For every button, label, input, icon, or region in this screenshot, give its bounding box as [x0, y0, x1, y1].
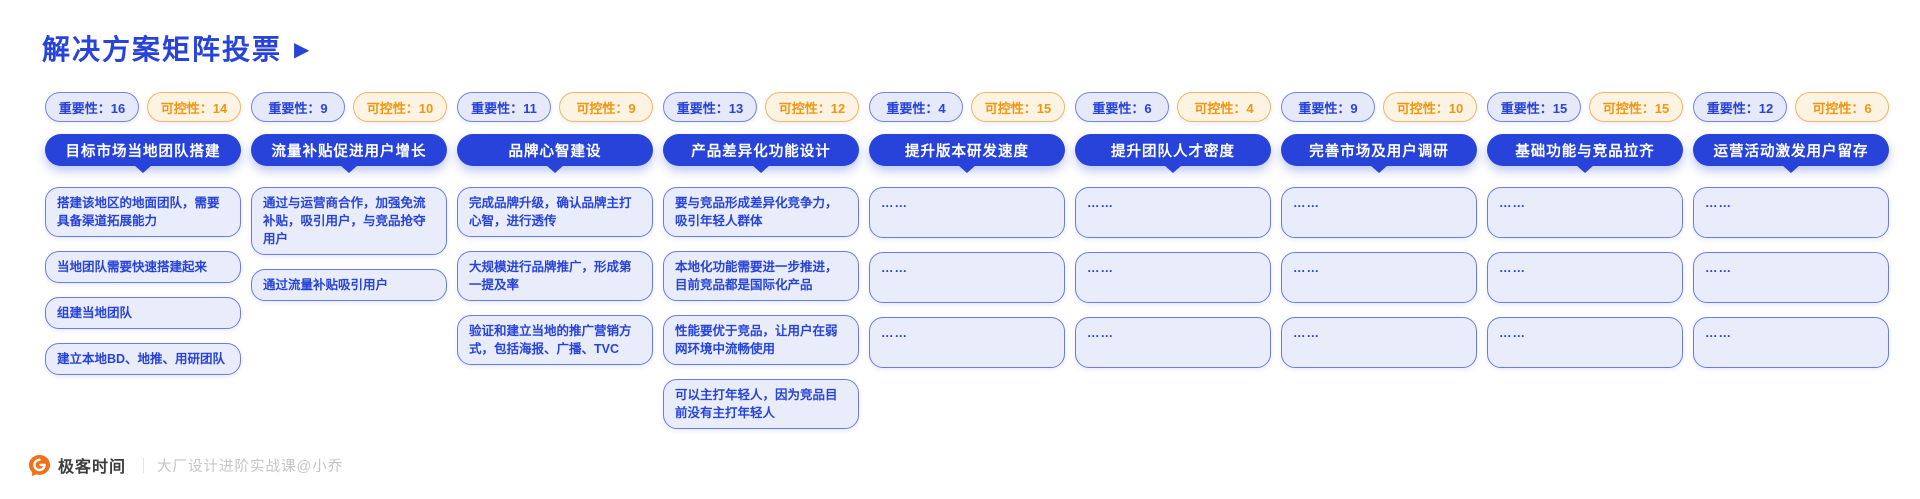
idea-card[interactable]: …… — [1281, 187, 1477, 238]
controllability-badge: 可控性：14 — [147, 92, 241, 122]
idea-card[interactable]: 当地团队需要快速搭建起来 — [45, 251, 241, 283]
vote-badges: 重要性：9 可控性：10 — [251, 92, 447, 122]
idea-card[interactable]: …… — [1075, 187, 1271, 238]
importance-badge: 重要性：16 — [45, 92, 139, 122]
idea-card[interactable]: …… — [869, 252, 1065, 303]
idea-card[interactable]: 搭建该地区的地面团队，需要具备渠道拓展能力 — [45, 187, 241, 237]
card-list: …… …… …… — [1075, 187, 1271, 368]
controllability-badge: 可控性：15 — [971, 92, 1065, 122]
card-list: 通过与运营商合作，加强免流补贴，吸引用户，与竞品抢夺用户通过流量补贴吸引用户 — [251, 187, 447, 301]
idea-card[interactable]: …… — [1281, 317, 1477, 368]
card-list: …… …… …… — [1281, 187, 1477, 368]
solution-header[interactable]: 提升版本研发速度 — [869, 134, 1065, 166]
vote-badges: 重要性：16 可控性：14 — [45, 92, 241, 122]
vote-badges: 重要性：9 可控性：10 — [1281, 92, 1477, 122]
expand-arrow-icon[interactable]: ▶ — [294, 38, 310, 61]
controllability-badge: 可控性：10 — [353, 92, 447, 122]
vote-badges: 重要性：11 可控性：9 — [457, 92, 653, 122]
importance-badge: 重要性：9 — [1281, 92, 1375, 122]
idea-card[interactable]: …… — [1281, 252, 1477, 303]
idea-card[interactable]: …… — [1693, 187, 1889, 238]
importance-badge: 重要性：4 — [869, 92, 963, 122]
vote-badges: 重要性：4 可控性：15 — [869, 92, 1065, 122]
controllability-badge: 可控性：15 — [1589, 92, 1683, 122]
solution-column: 重要性：11 可控性：9 品牌心智建设 完成品牌升级，确认品牌主打心智，进行透传… — [457, 92, 653, 429]
controllability-badge: 可控性：6 — [1795, 92, 1889, 122]
idea-card[interactable]: …… — [1487, 187, 1683, 238]
title-row: 解决方案矩阵投票 ▶ — [42, 28, 1890, 68]
idea-card[interactable]: …… — [869, 187, 1065, 238]
controllability-badge: 可控性：12 — [765, 92, 859, 122]
card-list: …… …… …… — [1693, 187, 1889, 368]
idea-card[interactable]: …… — [1075, 317, 1271, 368]
idea-card[interactable]: 组建当地团队 — [45, 297, 241, 329]
vote-badges: 重要性：15 可控性：15 — [1487, 92, 1683, 122]
importance-badge: 重要性：9 — [251, 92, 345, 122]
solution-header[interactable]: 完善市场及用户调研 — [1281, 134, 1477, 166]
geektime-logo-icon — [28, 454, 51, 476]
solution-column: 重要性：12 可控性：6 运营活动激发用户留存 …… …… …… — [1693, 92, 1889, 429]
course-caption: 大厂设计进阶实战课@小乔 — [157, 458, 344, 475]
solution-column: 重要性：4 可控性：15 提升版本研发速度 …… …… …… — [869, 92, 1065, 429]
importance-badge: 重要性：13 — [663, 92, 757, 122]
card-list: 完成品牌升级，确认品牌主打心智，进行透传大规模进行品牌推广，形成第一提及率验证和… — [457, 187, 653, 365]
solution-column: 重要性：15 可控性：15 基础功能与竞品拉齐 …… …… …… — [1487, 92, 1683, 429]
idea-card[interactable]: 可以主打年轻人，因为竞品目前没有主打年轻人 — [663, 379, 859, 429]
solution-header[interactable]: 目标市场当地团队搭建 — [45, 134, 241, 166]
solution-header[interactable]: 提升团队人才密度 — [1075, 134, 1271, 166]
importance-badge: 重要性：15 — [1487, 92, 1581, 122]
solution-header[interactable]: 运营活动激发用户留存 — [1693, 134, 1889, 166]
vote-badges: 重要性：13 可控性：12 — [663, 92, 859, 122]
idea-card[interactable]: …… — [869, 317, 1065, 368]
importance-badge: 重要性：11 — [457, 92, 551, 122]
solution-column: 重要性：9 可控性：10 流量补贴促进用户增长 通过与运营商合作，加强免流补贴，… — [251, 92, 447, 429]
idea-card[interactable]: …… — [1487, 252, 1683, 303]
idea-card[interactable]: 完成品牌升级，确认品牌主打心智，进行透传 — [457, 187, 653, 237]
idea-card[interactable]: …… — [1487, 317, 1683, 368]
brand-name: 极客时间 — [58, 459, 127, 476]
solution-header[interactable]: 品牌心智建设 — [457, 134, 653, 166]
controllability-badge: 可控性：10 — [1383, 92, 1477, 122]
page-title: 解决方案矩阵投票 — [42, 34, 283, 65]
footer-divider: ｜ — [136, 457, 152, 475]
idea-card[interactable]: 通过流量补贴吸引用户 — [251, 269, 447, 301]
idea-card[interactable]: 验证和建立当地的推广营销方式，包括海报、广播、TVC — [457, 315, 653, 365]
solution-column: 重要性：6 可控性：4 提升团队人才密度 …… …… …… — [1075, 92, 1271, 429]
card-list: …… …… …… — [1487, 187, 1683, 368]
card-list: 要与竞品形成差异化竞争力，吸引年轻人群体本地化功能需要进一步推进，目前竞品都是国… — [663, 187, 859, 429]
idea-card[interactable]: 性能要优于竞品，让用户在弱网环境中流畅使用 — [663, 315, 859, 365]
solution-column: 重要性：13 可控性：12 产品差异化功能设计 要与竞品形成差异化竞争力，吸引年… — [663, 92, 859, 429]
idea-card[interactable]: …… — [1693, 317, 1889, 368]
controllability-badge: 可控性：4 — [1177, 92, 1271, 122]
idea-card[interactable]: 大规模进行品牌推广，形成第一提及率 — [457, 251, 653, 301]
idea-card[interactable]: 本地化功能需要进一步推进，目前竞品都是国际化产品 — [663, 251, 859, 301]
idea-card[interactable]: 建立本地BD、地推、用研团队 — [45, 343, 241, 375]
card-list: …… …… …… — [869, 187, 1065, 368]
idea-card[interactable]: …… — [1693, 252, 1889, 303]
idea-card[interactable]: 通过与运营商合作，加强免流补贴，吸引用户，与竞品抢夺用户 — [251, 187, 447, 255]
importance-badge: 重要性：6 — [1075, 92, 1169, 122]
vote-badges: 重要性：6 可控性：4 — [1075, 92, 1271, 122]
idea-card[interactable]: 要与竞品形成差异化竞争力，吸引年轻人群体 — [663, 187, 859, 237]
card-list: 搭建该地区的地面团队，需要具备渠道拓展能力当地团队需要快速搭建起来组建当地团队建… — [45, 187, 241, 375]
solution-column: 重要性：16 可控性：14 目标市场当地团队搭建 搭建该地区的地面团队，需要具备… — [45, 92, 241, 429]
footer: 极客时间 ｜ 大厂设计进阶实战课@小乔 — [28, 453, 343, 477]
vote-badges: 重要性：12 可控性：6 — [1693, 92, 1889, 122]
controllability-badge: 可控性：9 — [559, 92, 653, 122]
idea-card[interactable]: …… — [1075, 252, 1271, 303]
solution-column: 重要性：9 可控性：10 完善市场及用户调研 …… …… …… — [1281, 92, 1477, 429]
solution-header[interactable]: 基础功能与竞品拉齐 — [1487, 134, 1683, 166]
solution-header[interactable]: 产品差异化功能设计 — [663, 134, 859, 166]
importance-badge: 重要性：12 — [1693, 92, 1787, 122]
solution-matrix-board: 重要性：16 可控性：14 目标市场当地团队搭建 搭建该地区的地面团队，需要具备… — [45, 92, 1890, 429]
solution-header[interactable]: 流量补贴促进用户增长 — [251, 134, 447, 166]
